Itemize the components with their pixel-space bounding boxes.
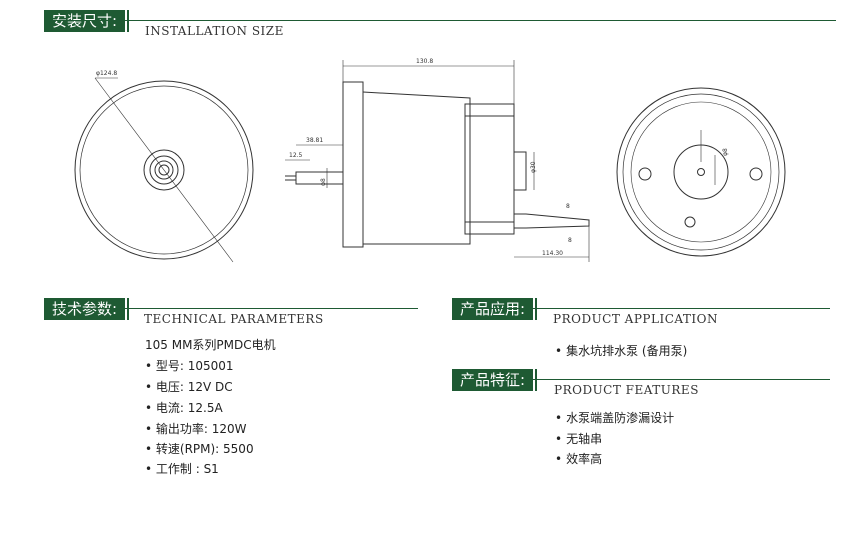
param-power: • 输出功率: 120W [145, 422, 247, 436]
installation-size-title: INSTALLATION SIZE [145, 24, 284, 38]
param-series: 105 MM系列PMDC电机 [145, 338, 276, 352]
dim-shaft-tip: 12.5 [289, 152, 303, 159]
dim-lead-length: 114.30 [542, 250, 563, 257]
dim-lead-a: 8 [566, 203, 570, 210]
product-application-tag: 产品应用: [452, 298, 538, 320]
product-application-title: PRODUCT APPLICATION [553, 312, 718, 326]
feature-item: 无轴串 [555, 430, 602, 447]
param-duty: • 工作制 : S1 [145, 462, 219, 476]
front-view [74, 77, 254, 263]
feature-item-text: 效率高 [566, 452, 603, 466]
installation-rule [44, 20, 836, 21]
rear-view [616, 87, 786, 257]
product-features-title: PRODUCT FEATURES [554, 383, 699, 397]
installation-drawing: φ124.8 130.8 38.81 12.5 φ8 φ30 114.30 8 … [74, 58, 786, 263]
application-item-text: 集水坑排水泵 (备用泵) [566, 344, 688, 358]
product-features-tag: 产品特征: [452, 369, 538, 391]
dim-shaft-length: 38.81 [306, 137, 323, 144]
technical-rule [44, 308, 418, 309]
dim-lead-b: 8 [568, 237, 572, 244]
dim-side-diameter: φ30 [530, 161, 537, 173]
technical-parameters-title: TECHNICAL PARAMETERS [144, 312, 324, 326]
param-current: • 电流: 12.5A [145, 401, 223, 415]
feature-item: 效率高 [555, 450, 602, 467]
dim-front-diameter: φ124.8 [96, 70, 117, 77]
dim-rear-hole: φ8 [722, 148, 729, 156]
dim-shaft-diameter: φ8 [320, 178, 327, 186]
param-voltage: • 电压: 12V DC [145, 380, 233, 394]
application-item: 集水坑排水泵 (备用泵) [555, 342, 687, 359]
dim-length: 130.8 [416, 58, 433, 65]
param-speed: • 转速(RPM): 5500 [145, 442, 254, 456]
installation-size-tag: 安装尺寸: [44, 10, 130, 32]
features-rule [452, 379, 830, 380]
param-model: • 型号: 105001 [145, 359, 234, 373]
technical-parameters-tag: 技术参数: [44, 298, 130, 320]
feature-item-text: 无轴串 [566, 432, 603, 446]
side-view [285, 60, 590, 262]
feature-item: 水泵端盖防渗漏设计 [555, 409, 674, 426]
application-rule [452, 308, 830, 309]
feature-item-text: 水泵端盖防渗漏设计 [566, 411, 675, 425]
